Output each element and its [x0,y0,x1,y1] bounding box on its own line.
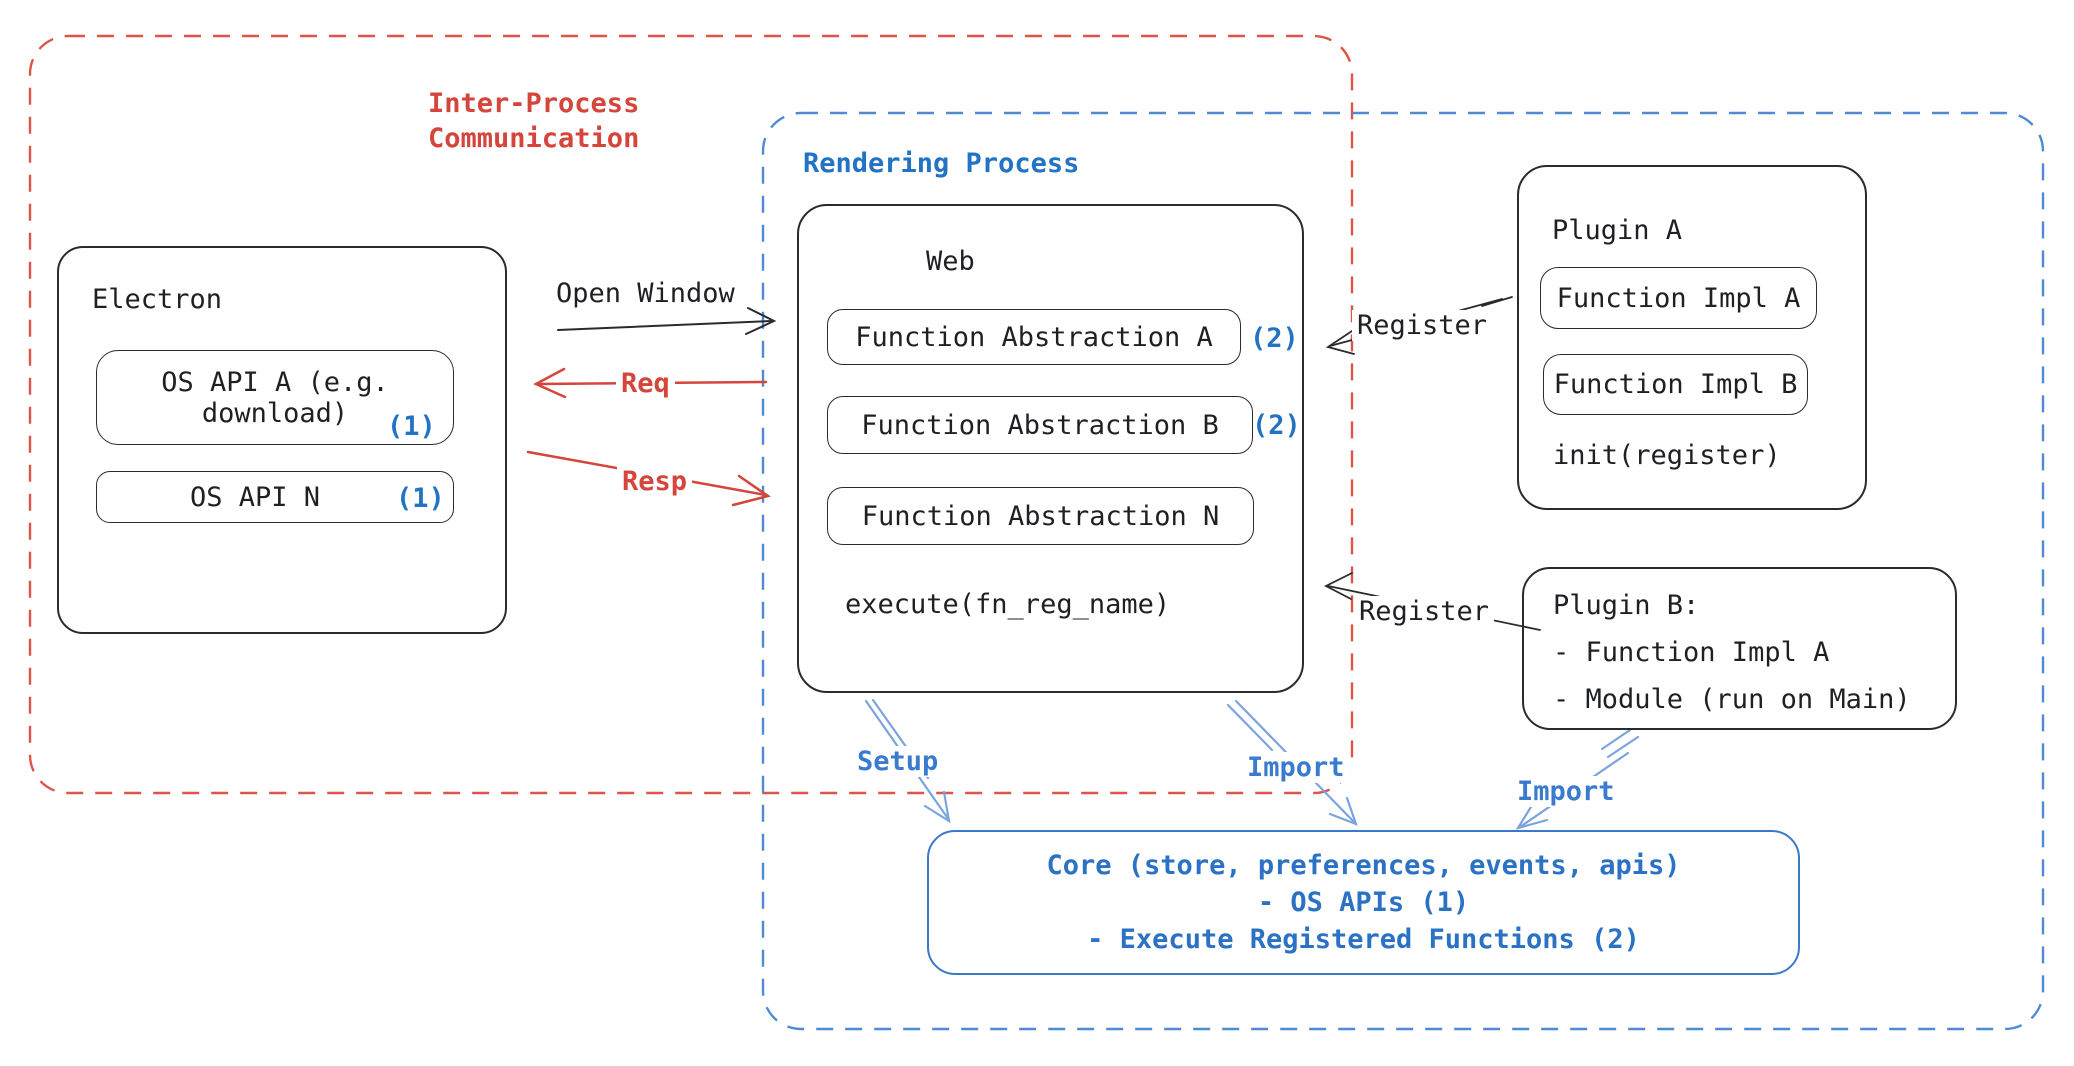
register-top-label: Register [1352,310,1493,341]
os-api-a-line1: OS API A (e.g. [161,366,389,398]
os-api-n-marker: (1) [396,483,445,514]
function-impl-b-label: Function Impl B [1553,369,1798,400]
os-api-a-box: OS API A (e.g. download) [96,350,454,445]
function-abstraction-b-marker: (2) [1252,410,1301,441]
setup-label: Setup [852,746,944,777]
req-label: Req [616,368,675,399]
rendering-process-label: Rendering Process [803,148,1080,179]
core-box: Core (store, preferences, events, apis) … [927,830,1800,975]
function-impl-a-box: Function Impl A [1540,267,1817,329]
os-api-n-box: OS API N [96,471,454,523]
plugin-b-box [1522,567,1957,730]
open-window-arrow [557,307,777,335]
function-abstraction-a-box: Function Abstraction A [827,309,1241,365]
function-abstraction-n-box: Function Abstraction N [827,487,1254,545]
function-abstraction-n-label: Function Abstraction N [861,500,1220,532]
rendering-dashed-box [761,111,2045,1031]
os-api-a-line2: download) [201,397,349,429]
plugin-b-title: Plugin B: [1553,590,1700,621]
os-api-a-marker: (1) [387,411,436,442]
register-bottom-label: Register [1354,596,1495,627]
function-abstraction-a-marker: (2) [1250,323,1299,354]
import-right-label: Import [1512,776,1620,807]
ipc-label-line2: Communication [428,123,640,154]
plugin-b-impl-a: - Function Impl A [1553,637,1830,668]
execute-fn-label: execute(fn_reg_name) [845,589,1171,620]
ipc-dashed-box [28,34,1354,795]
function-abstraction-b-box: Function Abstraction B [827,396,1253,454]
function-abstraction-b-label: Function Abstraction B [861,409,1219,441]
web-box [797,204,1304,693]
open-window-label: Open Window [556,278,735,309]
os-api-n-label: OS API N [189,481,321,513]
electron-title: Electron [92,284,223,315]
ipc-label: Inter-Process Communication [428,86,639,156]
plugin-a-box [1517,165,1867,510]
electron-box [57,246,507,634]
init-register-label: init(register) [1553,440,1781,471]
web-title: Web [926,246,975,277]
function-abstraction-a-label: Function Abstraction A [855,321,1213,353]
core-title: Core (store, preferences, events, apis) [1046,850,1681,881]
function-impl-a-label: Function Impl A [1556,282,1801,314]
import-mid-label: Import [1242,752,1350,783]
resp-label: Resp [617,466,693,497]
core-os-apis: - OS APIs (1) [1257,887,1470,918]
function-impl-b-box: Function Impl B [1543,354,1808,415]
ipc-label-line1: Inter-Process [428,88,640,119]
plugin-a-title: Plugin A [1552,215,1683,246]
core-execute-registered: - Execute Registered Functions (2) [1087,924,1640,955]
plugin-b-module: - Module (run on Main) [1553,684,1911,715]
